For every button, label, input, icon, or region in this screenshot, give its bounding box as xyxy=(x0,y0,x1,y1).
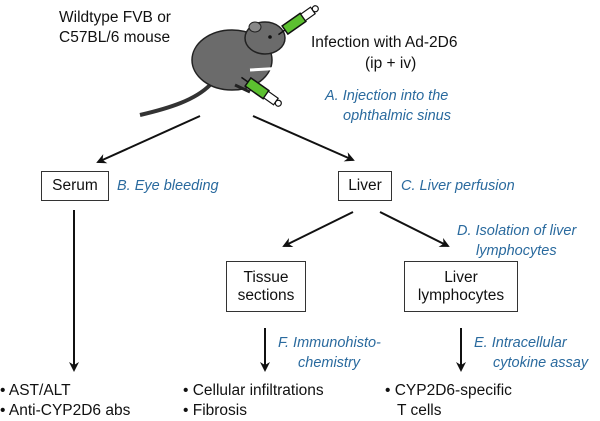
mouse-label-line2: C57BL/6 mouse xyxy=(59,29,171,46)
tissue-output-1: • Cellular infiltrations xyxy=(183,382,324,399)
lymph-box-line2: lymphocytes xyxy=(417,286,505,304)
infection-label-line1: Infection with Ad-2D6 xyxy=(311,34,458,51)
mouse-ear xyxy=(248,21,262,33)
tissue-box-line2: sections xyxy=(237,286,295,304)
mouse-eye xyxy=(268,35,272,39)
step-c: C. Liver perfusion xyxy=(401,178,515,194)
syringe-icon-ip xyxy=(241,76,282,107)
lymph-output-1: • CYP2D6-specific xyxy=(385,382,512,399)
arrow-to-serum xyxy=(96,115,201,164)
mouse-tail xyxy=(139,83,212,117)
tissue-box-line1: Tissue xyxy=(243,268,289,286)
step-e-line1: E. Intracellular xyxy=(474,335,567,351)
arrow-to-liver xyxy=(252,115,355,162)
step-e-line2: cytokine assay xyxy=(493,355,589,371)
step-f-line2: chemistry xyxy=(298,355,361,371)
lymph-box-line1: Liver xyxy=(444,268,478,286)
arrow-to-lymph xyxy=(379,211,450,247)
infection-label-line2: (ip + iv) xyxy=(365,55,417,72)
tissue-sections-box: Tissue sections xyxy=(226,261,306,312)
liver-box: Liver xyxy=(338,171,392,201)
serum-box: Serum xyxy=(41,171,109,201)
step-b: B. Eye bleeding xyxy=(117,178,219,194)
tissue-output-2: • Fibrosis xyxy=(183,402,247,419)
mouse-label-line1: Wildtype FVB or xyxy=(59,9,171,26)
step-f-line1: F. Immunohisto- xyxy=(278,335,381,351)
arrow-to-tissue xyxy=(282,211,354,247)
step-d-line1: D. Isolation of liver xyxy=(457,223,577,239)
step-a-line2: ophthalmic sinus xyxy=(343,108,451,124)
liver-lymphocytes-box: Liver lymphocytes xyxy=(404,261,518,312)
step-a-line1: A. Injection into the xyxy=(325,88,449,104)
step-d-line2: lymphocytes xyxy=(476,243,557,259)
serum-output-1: • AST/ALT xyxy=(0,382,71,399)
serum-output-2: • Anti-CYP2D6 abs xyxy=(0,402,131,419)
syringe-icon-eye xyxy=(278,5,319,36)
mouse-illustration xyxy=(139,21,286,117)
lymph-output-2: T cells xyxy=(397,402,442,419)
